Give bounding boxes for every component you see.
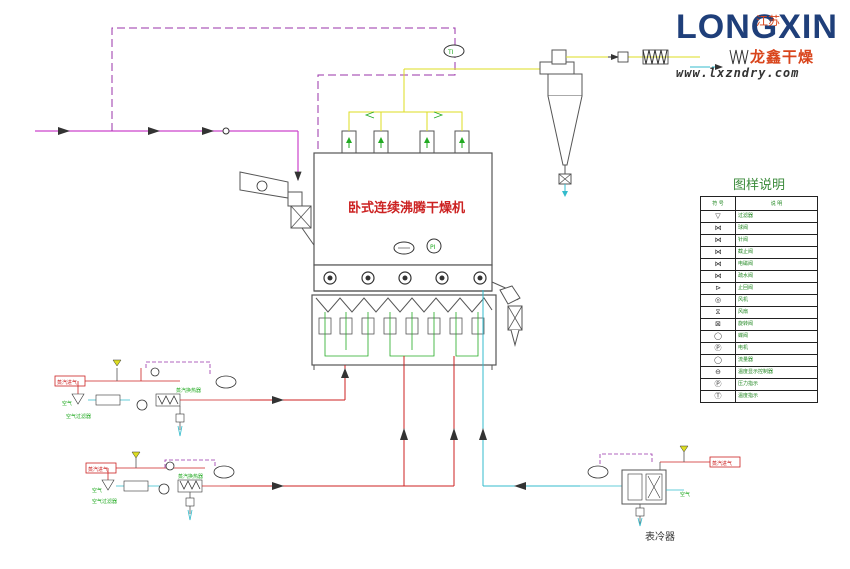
- legend-title: 图样说明: [732, 178, 785, 193]
- legend-symbol-icon: ▽: [700, 210, 736, 223]
- legend-row: ◯蝶阀: [700, 330, 818, 343]
- legend-symbol-icon: ⋈: [700, 222, 736, 235]
- legend-row: ⊠旋转阀: [700, 318, 818, 331]
- exhaust-outlets: [341, 68, 540, 154]
- cooler-label: 表冷器: [645, 530, 675, 543]
- svg-text:TI: TI: [447, 49, 454, 56]
- legend: 图样说明 符 号 说 明 ▽过滤器⋈球阀⋈针阀⋈截止阀⋈电磁阀⋈疏水阀⊳止回阀◎…: [700, 176, 818, 403]
- legend-item-name: 蝶阀: [735, 330, 818, 343]
- svg-text:空气: 空气: [680, 491, 690, 498]
- feed-hopper: [239, 171, 317, 249]
- legend-symbol-icon: Ⓣ: [700, 390, 736, 403]
- legend-row: ◯流量器: [700, 354, 818, 367]
- svg-text:空气: 空气: [62, 400, 72, 407]
- legend-symbol-icon: ⊳: [700, 282, 736, 295]
- legend-row: ⋈疏水阀: [700, 270, 818, 283]
- legend-item-name: 疏水阀: [735, 270, 818, 283]
- svg-text:空气过滤器: 空气过滤器: [92, 498, 117, 505]
- fluid-bed-dryer: PI 卧式连续沸腾干燥机: [311, 152, 497, 370]
- legend-row: ▽过滤器: [700, 210, 818, 223]
- legend-symbol-icon: ⋈: [700, 246, 736, 259]
- temperature-indicator-icon: [443, 44, 465, 58]
- dryer-title: 卧式连续沸腾干燥机: [348, 200, 465, 216]
- legend-item-name: 止回阀: [735, 282, 818, 295]
- legend-item-name: 风扇: [735, 306, 818, 319]
- brand-url: www.lxzndry.com: [676, 66, 800, 80]
- svg-text:蒸汽换热器: 蒸汽换热器: [178, 473, 203, 480]
- cyclone-separator: [539, 49, 583, 197]
- legend-item-name: 温度显示控制器: [735, 366, 818, 379]
- control-signal-line: TI: [111, 27, 465, 180]
- discharge-valve: [491, 281, 523, 347]
- legend-item-name: 电磁阀: [735, 258, 818, 271]
- legend-item-name: 球阀: [735, 222, 818, 235]
- legend-symbol-icon: Ⓟ: [700, 378, 736, 391]
- svg-text:PI: PI: [430, 244, 436, 251]
- legend-symbol-icon: ◯: [700, 330, 736, 343]
- air-inlet-line: [35, 127, 302, 182]
- legend-header-symbol: 符 号: [700, 196, 736, 211]
- legend-symbol-icon: ⧖: [700, 306, 736, 319]
- legend-row: ⧖风扇: [700, 306, 818, 319]
- exhaust-fan-line: [566, 49, 749, 70]
- brand-logo: LONGXIN 江苏 龙鑫干燥 www.lxzndry.com: [676, 8, 846, 80]
- legend-symbol-icon: ⋈: [700, 270, 736, 283]
- svg-text:蒸汽进气: 蒸汽进气: [88, 466, 108, 473]
- legend-item-name: 截止阀: [735, 246, 818, 259]
- legend-symbol-icon: ◯: [700, 354, 736, 367]
- legend-item-name: 流量器: [735, 354, 818, 367]
- svg-text:空气过滤器: 空气过滤器: [66, 413, 91, 420]
- brand-tagline: 江苏: [756, 14, 781, 28]
- legend-item-name: 旋转阀: [735, 318, 818, 331]
- heater-assembly-2: 蒸汽进气 空气 空气过滤器 蒸汽换热器: [85, 451, 235, 521]
- legend-table: 符 号 说 明 ▽过滤器⋈球阀⋈针阀⋈截止阀⋈电磁阀⋈疏水阀⊳止回阀◎风机⧖风扇…: [700, 196, 818, 403]
- brand-name-cn: 龙鑫干燥: [750, 48, 815, 66]
- legend-symbol-icon: ⊖: [700, 366, 736, 379]
- svg-text:蒸汽换热器: 蒸汽换热器: [176, 387, 201, 394]
- air-supply-lines: [230, 290, 580, 490]
- legend-row: ⋈针阀: [700, 234, 818, 247]
- legend-header-name: 说 明: [735, 196, 818, 211]
- svg-text:空气: 空气: [92, 487, 102, 494]
- legend-symbol-icon: ⊠: [700, 318, 736, 331]
- legend-item-name: 电机: [735, 342, 818, 355]
- svg-text:蒸汽进气: 蒸汽进气: [57, 379, 77, 386]
- legend-symbol-icon: Ⓟ: [700, 342, 736, 355]
- brand-name: LONGXIN: [676, 8, 838, 46]
- legend-row: ⋈球阀: [700, 222, 818, 235]
- legend-symbol-icon: ⋈: [700, 258, 736, 271]
- legend-symbol-icon: ◎: [700, 294, 736, 307]
- legend-row: ⊳止回阀: [700, 282, 818, 295]
- legend-row: ◎风机: [700, 294, 818, 307]
- cooler-assembly: 蒸汽进气 空气 表冷器: [580, 445, 741, 543]
- legend-row: ⊖温度显示控制器: [700, 366, 818, 379]
- legend-item-name: 温度指示: [735, 390, 818, 403]
- legend-item-name: 过滤器: [735, 210, 818, 223]
- heater-assembly-1: 蒸汽进气 空气 空气过滤器 蒸汽换热器: [54, 359, 250, 437]
- legend-item-name: 压力指示: [735, 378, 818, 391]
- svg-text:蒸汽进气: 蒸汽进气: [712, 460, 732, 467]
- legend-row: ⋈电磁阀: [700, 258, 818, 271]
- legend-row: ⋈截止阀: [700, 246, 818, 259]
- legend-item-name: 针阀: [735, 234, 818, 247]
- legend-symbol-icon: ⋈: [700, 234, 736, 247]
- legend-item-name: 风机: [735, 294, 818, 307]
